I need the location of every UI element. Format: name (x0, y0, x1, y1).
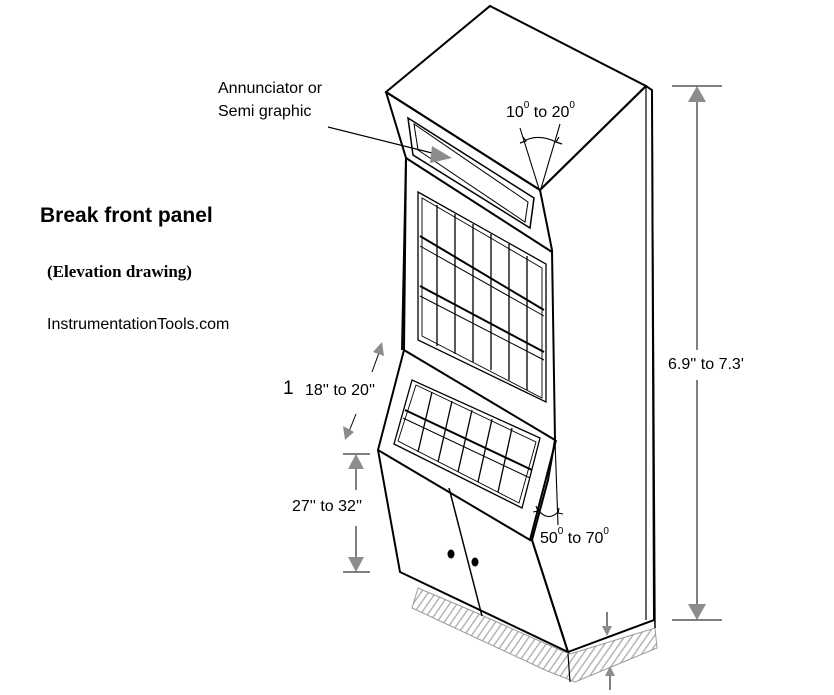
overall-height-label: 6.9'' to 7.3' (668, 356, 744, 373)
top-angle-from: 10 (506, 104, 524, 121)
overall-height-dimension (672, 85, 722, 621)
plinth-height-dimension (602, 612, 615, 690)
bottom-angle-from: 50 (540, 530, 558, 547)
top-angle-degree-2: 0 (569, 100, 575, 111)
bottom-angle-label: 500 to 700 (540, 526, 609, 548)
annunciator-pointer (327, 126, 452, 163)
diagram-subtitle: (Elevation drawing) (47, 262, 192, 281)
annunciator-label-line1: Annunciator or (218, 80, 323, 97)
cabinet-outline (376, 4, 656, 654)
bottom-angle-degree-1: 0 (557, 526, 564, 537)
base-height-dimension (343, 453, 370, 573)
bottom-angle-arc (532, 439, 564, 526)
bottom-angle-degree-2: 0 (603, 526, 609, 537)
annunciator-window (407, 116, 535, 230)
desk-console-grid (393, 379, 541, 509)
desk-depth-dimension (343, 342, 384, 440)
top-angle-arc (519, 123, 563, 193)
desk-depth-number: 1 (283, 378, 294, 399)
top-angle-degree-1: 0 (523, 100, 530, 111)
base-height-label: 27'' to 32'' (292, 498, 363, 515)
desk-depth-label: 18'' to 20'' (305, 382, 376, 399)
top-angle-label: 100 to 200 (506, 100, 575, 122)
instrument-grid (417, 190, 547, 404)
bottom-angle-to: to 70 (563, 530, 604, 547)
diagram-title: Break front panel (40, 204, 213, 227)
site-credit: InstrumentationTools.com (47, 316, 230, 333)
top-angle-to: to 20 (529, 104, 570, 121)
plinth (411, 587, 658, 683)
annunciator-label-line2: Semi graphic (218, 103, 312, 120)
door-knobs (447, 549, 479, 567)
